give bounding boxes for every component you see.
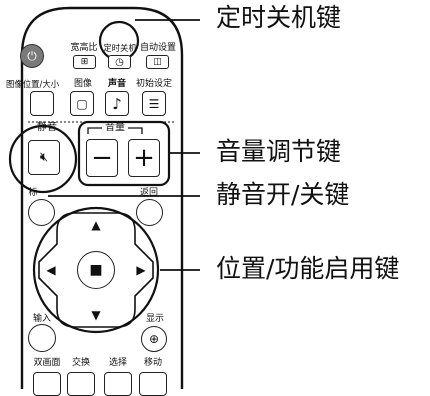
input-label: 输入 <box>32 314 52 324</box>
aspect-icon: ⊞ <box>80 57 89 67</box>
right-arrow-icon[interactable]: ▶ <box>136 263 146 277</box>
auto-setup-icon: ◫ <box>153 57 162 67</box>
left-round-button[interactable] <box>28 199 55 226</box>
setup-label: 初始设定 <box>135 79 173 89</box>
aspect-label: 宽高比 <box>70 43 98 53</box>
callout-volume: 音量调节键 <box>216 137 342 166</box>
input-button[interactable] <box>28 324 56 352</box>
up-arrow-icon[interactable]: ▲ <box>91 218 101 232</box>
sound-button[interactable]: ♪ <box>105 91 129 116</box>
picture-icon: ▢ <box>76 96 88 111</box>
move-button[interactable] <box>139 372 167 396</box>
callout-off-timer: 定时关机键 <box>216 3 342 32</box>
off-timer-label: 定时关机 <box>103 43 137 53</box>
dual-picture-button[interactable] <box>33 372 61 396</box>
music-note-icon: ♪ <box>112 94 122 113</box>
dual-picture-label: 双画面 <box>33 358 61 368</box>
left-arrow-icon[interactable]: ◀ <box>46 263 56 277</box>
swap-button[interactable] <box>67 372 95 396</box>
callout-mute: 静音开/关键 <box>216 180 350 209</box>
setup-button[interactable]: ☰ <box>142 91 166 116</box>
callout-position: 位置/功能启用键 <box>216 254 400 283</box>
aspect-button[interactable]: ⊞ <box>73 55 96 69</box>
power-icon: ⏻ <box>27 48 37 63</box>
volume-minus-symbol: − <box>91 143 113 173</box>
mute-label: 静音 <box>37 122 57 133</box>
select-button[interactable] <box>104 372 132 396</box>
menu-list-icon: ☰ <box>148 96 160 111</box>
enter-button[interactable]: ■ <box>77 251 115 289</box>
speaker-mute-icon: 🔇︎ <box>39 150 49 165</box>
volume-label: 音量 <box>105 122 125 133</box>
picture-label: 图像 <box>73 79 93 89</box>
picture-button[interactable]: ▢ <box>70 91 94 116</box>
auto-setup-label: 自动设置 <box>139 43 177 53</box>
volume-plus-symbol: + <box>133 143 155 173</box>
display-label: 显示 <box>145 314 165 324</box>
return-label: 返回 <box>139 188 159 198</box>
stop-square-icon: ■ <box>89 262 103 278</box>
auto-setup-button[interactable]: ◫ <box>146 55 169 69</box>
swap-label: 交换 <box>71 358 91 368</box>
return-button[interactable] <box>136 199 163 226</box>
display-button[interactable]: ⊕ <box>141 326 167 352</box>
position-size-button[interactable] <box>30 91 54 116</box>
power-button[interactable]: ⏻ <box>20 44 44 68</box>
volume-down-button[interactable]: − <box>86 139 118 177</box>
move-label: 移动 <box>143 358 163 368</box>
off-timer-button[interactable]: ◷ <box>108 55 131 69</box>
down-arrow-icon[interactable]: ▼ <box>91 308 101 322</box>
left-small-label: 标 <box>28 188 38 198</box>
select-label: 选择 <box>108 358 128 368</box>
mute-button[interactable]: 🔇︎ <box>28 140 60 175</box>
sound-label: 声音 <box>107 79 127 89</box>
volume-up-button[interactable]: + <box>128 139 160 177</box>
position-size-label: 图像位置/大小 <box>6 79 60 89</box>
clock-icon: ◷ <box>115 56 124 68</box>
info-plus-icon: ⊕ <box>148 332 160 346</box>
